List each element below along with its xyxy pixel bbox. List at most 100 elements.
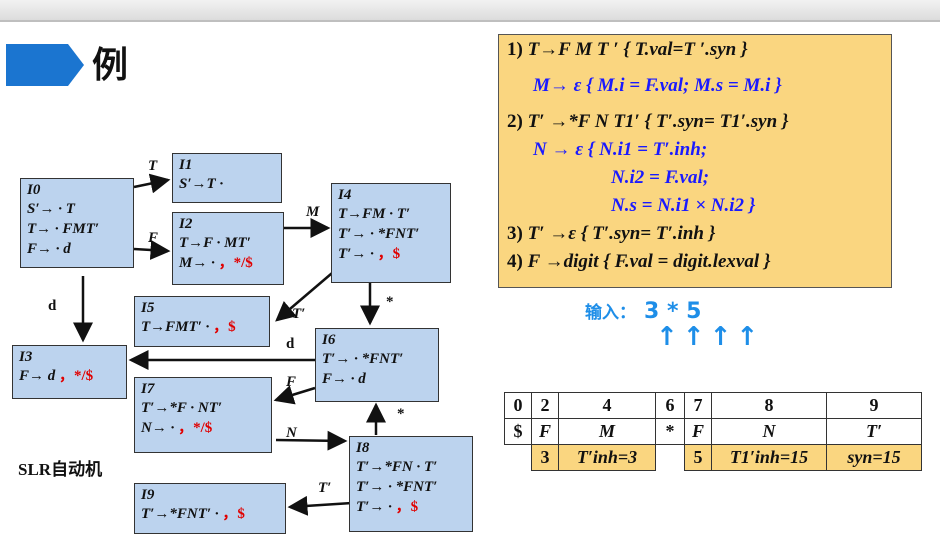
state-name: I9 bbox=[141, 487, 155, 503]
rule-4: F →digit { F.val = digit.lexval } bbox=[527, 251, 771, 272]
parse-stack: 0 2 4 6 7 8 9 $ F M * F N T′ 3 T′inh=3 5… bbox=[504, 392, 922, 471]
state-I8: I8 T′→*FN · T′ T′→ · *FNT′ T′→ · ，$ bbox=[349, 436, 473, 532]
rule-number: 1) bbox=[507, 39, 523, 60]
item: T′→ · *FNT′ bbox=[322, 351, 404, 367]
item: T→F · MT′ bbox=[179, 235, 251, 251]
lookahead: ，$ bbox=[222, 506, 245, 522]
rule-1-action: M→ ε { M.i = F.val; M.s = M.i } bbox=[533, 75, 782, 96]
lookahead: ，$ bbox=[377, 246, 401, 262]
top-bar bbox=[0, 0, 940, 22]
lookahead: ，*/$ bbox=[178, 420, 213, 436]
slr-label: SLR自动机 bbox=[18, 460, 103, 479]
state-name: I5 bbox=[141, 300, 155, 316]
rule-2-action-1: N → ε { N.i1 = T′.inh; bbox=[533, 139, 708, 160]
rule-number: 2) bbox=[507, 111, 523, 132]
state-name: I4 bbox=[338, 187, 352, 203]
state-I2: I2 T→F · MT′ M→ · ，*/$ bbox=[172, 212, 284, 285]
edge-label-F: F bbox=[148, 230, 159, 246]
state-I6: I6 T′→ · *FNT′ F→ · d bbox=[315, 328, 439, 402]
item: T′→ · *FNT′ bbox=[338, 226, 420, 242]
page-title: 例 bbox=[92, 45, 129, 86]
item: S′→T · bbox=[179, 176, 224, 192]
state-I3: I3 F→ d ，*/$ bbox=[12, 345, 127, 399]
stack-symbol: F bbox=[531, 418, 559, 445]
edge-label-N: N bbox=[286, 425, 297, 441]
stack-symbol: F bbox=[684, 418, 712, 445]
stack-symbol: T′ bbox=[826, 418, 922, 445]
stack-symbol: $ bbox=[504, 418, 532, 445]
item: T′→*FNT′ · bbox=[141, 506, 223, 522]
item: T′→ · *FNT′ bbox=[356, 479, 438, 495]
title-arrow-icon bbox=[68, 44, 84, 86]
stack-attr: 3 bbox=[531, 444, 559, 471]
stack-symbol: N bbox=[711, 418, 827, 445]
stack-state: 0 bbox=[504, 392, 532, 419]
state-I1: I1 S′→T · bbox=[172, 153, 282, 203]
stack-attr bbox=[505, 445, 532, 471]
item: F→ d bbox=[19, 368, 60, 384]
edge-I6-I7 bbox=[273, 385, 316, 405]
state-I9: I9 T′→*FNT′ · ，$ bbox=[134, 483, 286, 534]
stack-state: 4 bbox=[558, 392, 656, 419]
edge-I8-I9 bbox=[287, 495, 353, 516]
stack-attr bbox=[656, 445, 685, 471]
input-line: 输入： 3 * 5 bbox=[585, 298, 701, 324]
lookahead: ，$ bbox=[395, 499, 419, 515]
edge-I0-I2 bbox=[133, 239, 171, 260]
stack-attr: 5 bbox=[684, 444, 712, 471]
rule-number: 4) bbox=[507, 251, 523, 272]
edge-label-Tprime: T′ bbox=[318, 480, 332, 496]
stack-attr: T′inh=3 bbox=[558, 444, 656, 471]
stack-states-row: 0 2 4 6 7 8 9 bbox=[504, 392, 922, 419]
state-I4: I4 T→FM · T′ T′→ · *FNT′ T′→ · ，$ bbox=[331, 183, 451, 283]
state-name: I3 bbox=[19, 349, 33, 365]
state-name: I6 bbox=[322, 332, 336, 348]
edge-I4-I5 bbox=[275, 267, 339, 322]
stack-symbol: M bbox=[558, 418, 656, 445]
stack-symbol: * bbox=[655, 418, 685, 445]
stack-attrs-row: 3 T′inh=3 5 T1′inh=15 syn=15 bbox=[505, 444, 922, 471]
state-name: I2 bbox=[179, 216, 193, 232]
edge-I7-I8 bbox=[275, 430, 348, 451]
item: S′→ · T bbox=[27, 201, 75, 217]
rule-3: T′ →ε { T′.syn= T′.inh } bbox=[527, 223, 716, 244]
stack-attr: syn=15 bbox=[826, 444, 922, 471]
state-name: I8 bbox=[356, 440, 370, 456]
item: T→FMT′ · bbox=[141, 319, 214, 335]
stack-state: 7 bbox=[684, 392, 712, 419]
rule-2: T′ →*F N T1′ { T′.syn= T1′.syn } bbox=[527, 111, 789, 132]
rule-number: 3) bbox=[507, 223, 523, 244]
input-pointer-arrows: ↑↑↑↑ bbox=[656, 322, 764, 352]
edge-label-d: d bbox=[48, 298, 57, 314]
item: M→ · bbox=[179, 255, 219, 271]
edge-label-star: * bbox=[386, 294, 394, 310]
item: T′→ · bbox=[356, 499, 396, 515]
stack-symbols-row: $ F M * F N T′ bbox=[504, 418, 922, 445]
stack-attr: T1′inh=15 bbox=[711, 444, 827, 471]
lookahead: ，*/$ bbox=[59, 368, 94, 384]
edge-label-M: M bbox=[306, 204, 320, 220]
item: N→ · bbox=[141, 420, 179, 436]
edge-I0-I1 bbox=[133, 173, 171, 194]
state-I7: I7 T′→*F · NT′ N→ · ，*/$ bbox=[134, 377, 272, 453]
item: T′→*FN · T′ bbox=[356, 459, 438, 475]
rule-2-action-3: N.s = N.i1 × N.i2 } bbox=[611, 195, 756, 216]
item: F→ · d bbox=[322, 371, 366, 387]
stack-state: 2 bbox=[531, 392, 559, 419]
edge-label-F: F bbox=[286, 374, 297, 390]
item: F→ · d bbox=[27, 241, 71, 257]
title-marker bbox=[6, 44, 68, 86]
edge-label-star: * bbox=[397, 406, 405, 422]
stack-state: 6 bbox=[655, 392, 685, 419]
item: T′→ · bbox=[338, 246, 378, 262]
edge-label-T: T bbox=[148, 158, 158, 174]
edge-label-Tprime: T′ bbox=[292, 306, 306, 322]
input-label: 输入： bbox=[585, 303, 636, 323]
item: T→ · FMT′ bbox=[27, 221, 100, 237]
input-value: 3 * 5 bbox=[644, 299, 702, 324]
state-I0: I0 S′→ · T T→ · FMT′ F→ · d bbox=[20, 178, 134, 268]
stack-state: 9 bbox=[826, 392, 922, 419]
state-name: I0 bbox=[27, 182, 41, 198]
state-I5: I5 T→FMT′ · ，$ bbox=[134, 296, 270, 347]
